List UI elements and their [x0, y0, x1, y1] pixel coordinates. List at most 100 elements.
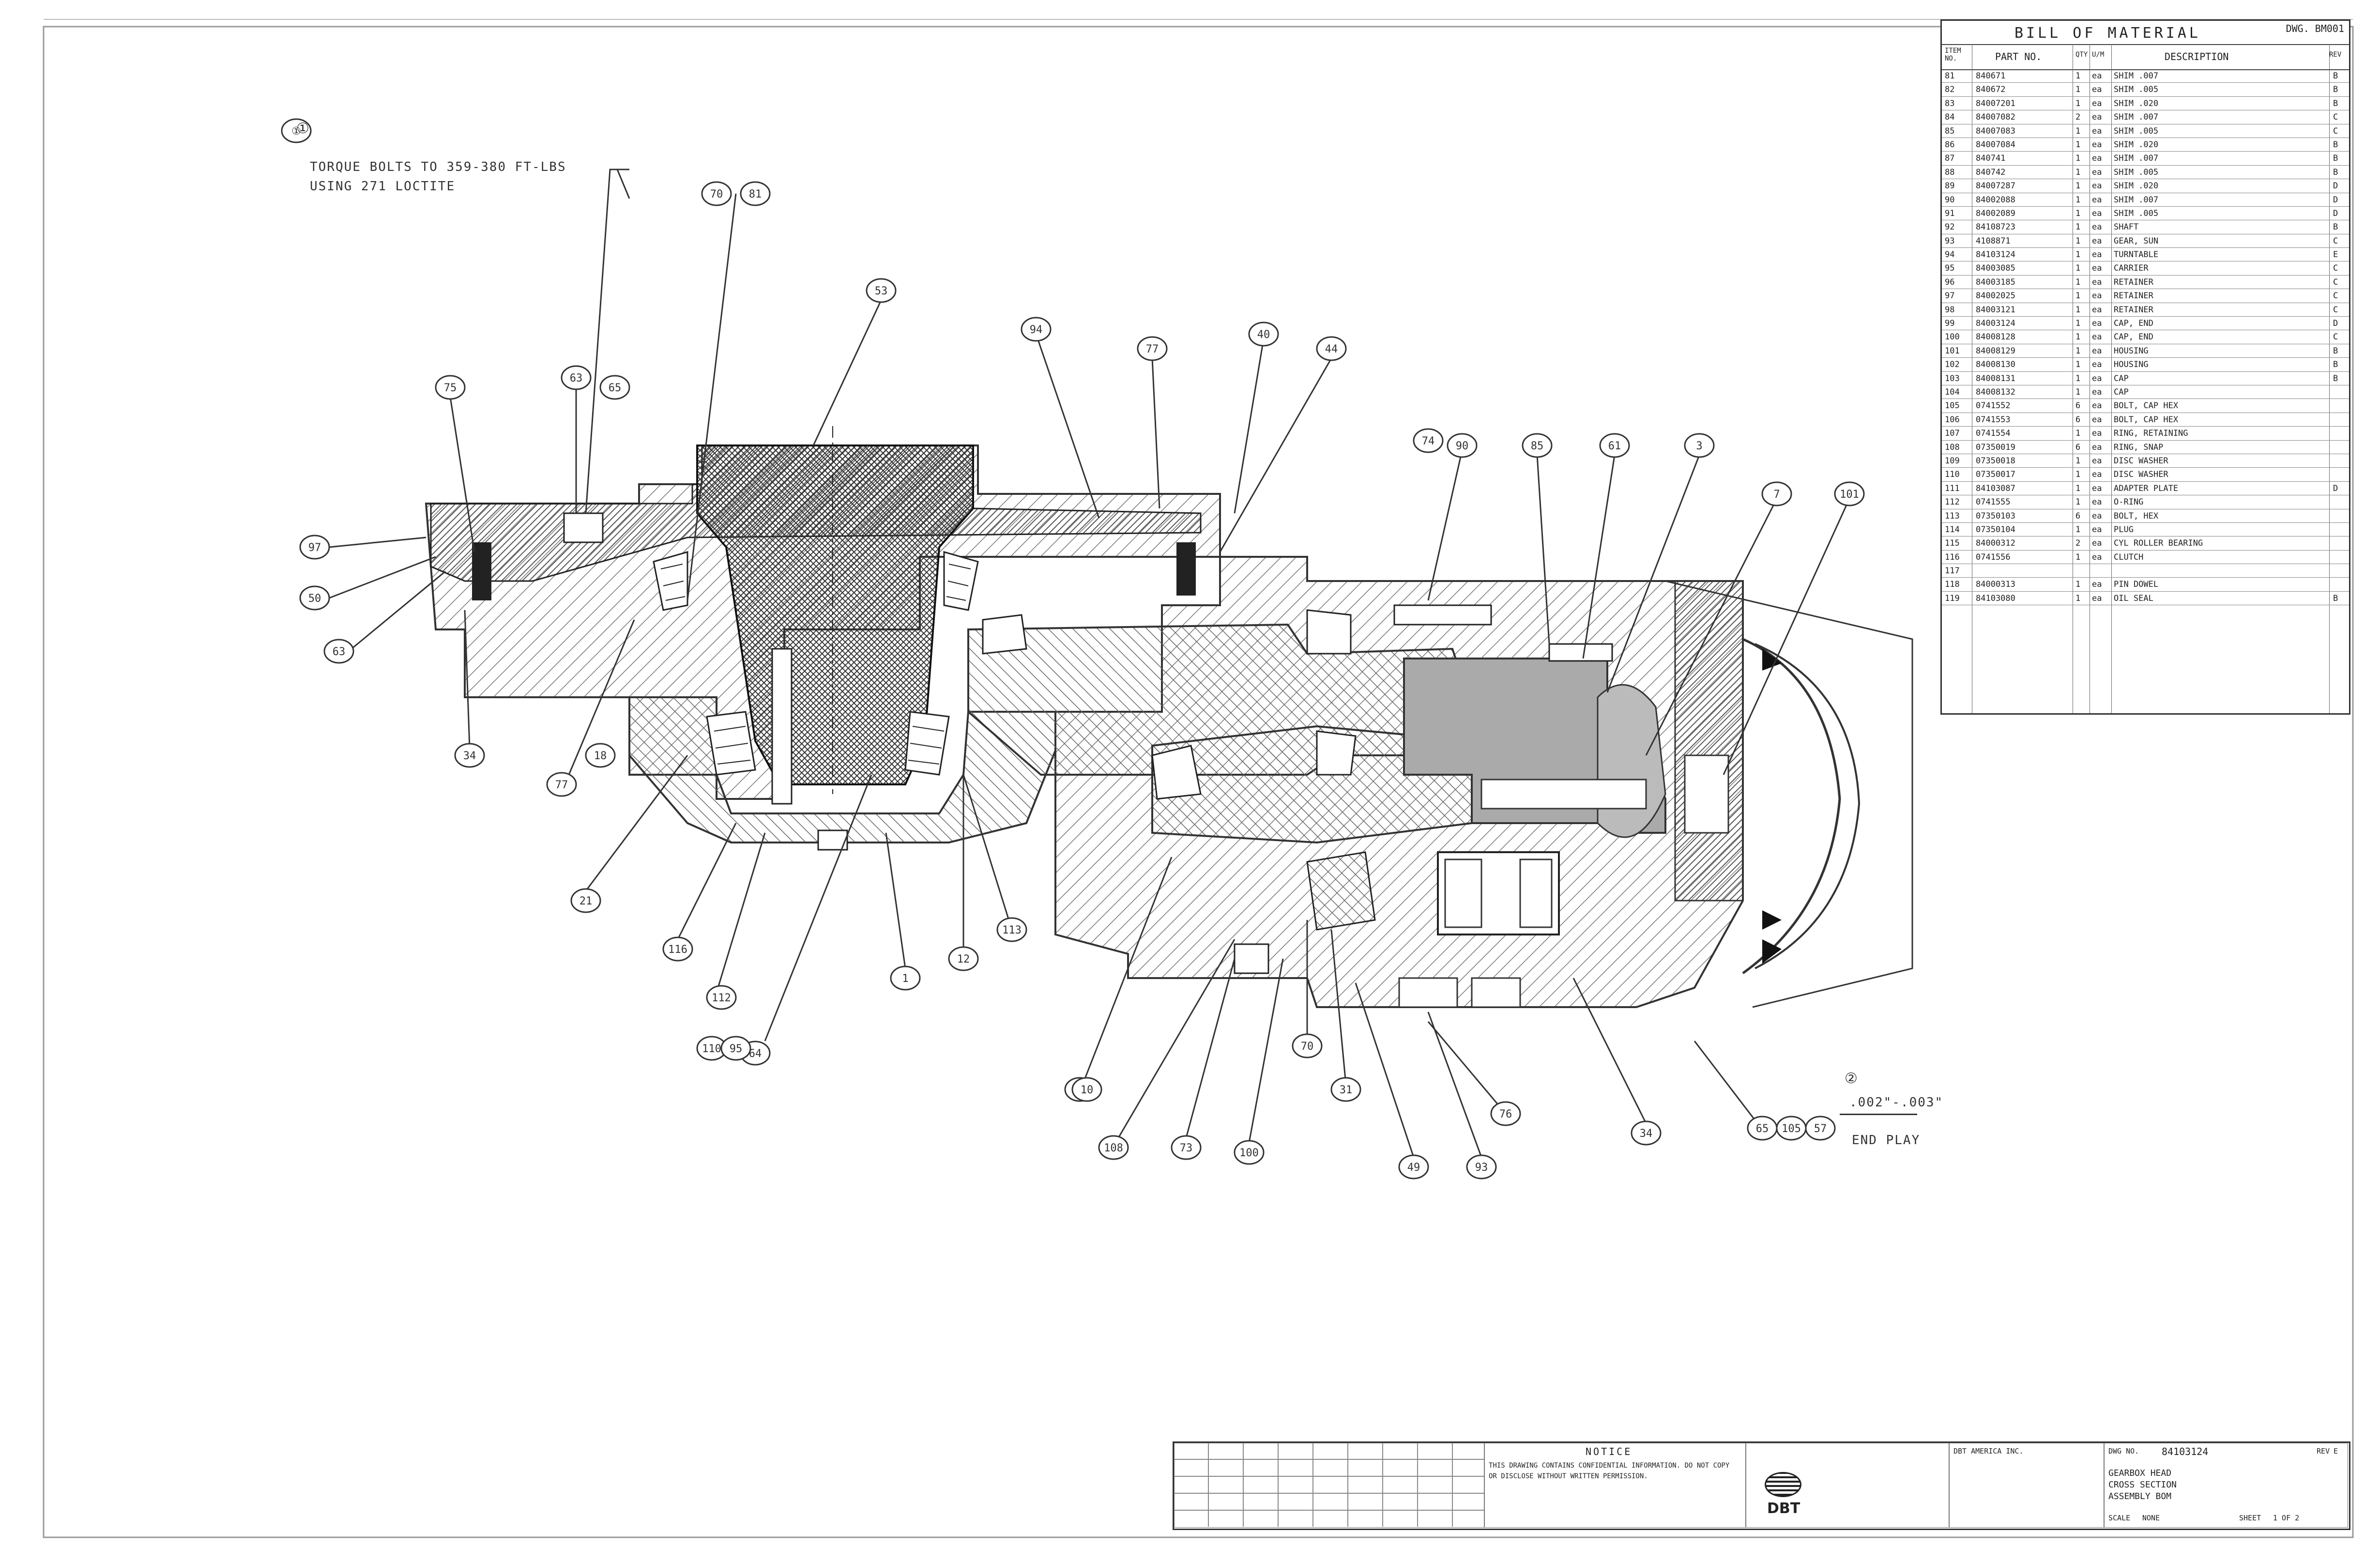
bom-title: BILL OF MATERIAL	[2014, 25, 2201, 42]
bom-cell-desc: RING, SNAP	[2114, 442, 2164, 452]
endplay-reference-marker: ②	[1845, 1070, 1859, 1087]
endplay-rule	[1840, 1114, 1917, 1115]
bom-cell-rev: D	[2333, 208, 2338, 218]
drawing-title-1: GEARBOX HEAD	[2108, 1468, 2172, 1478]
callout-leaders	[329, 169, 1850, 1158]
bom-cell-um: ea	[2092, 208, 2102, 218]
bom-cell-rev: C	[2333, 291, 2338, 301]
callout-number: ①	[291, 125, 301, 138]
bom-cell-item: 99	[1945, 319, 1955, 329]
callout-balloon	[454, 743, 485, 768]
callout-balloon	[561, 365, 592, 390]
bom-cell-qty: 1	[2075, 497, 2081, 507]
bom-cell-part: 0741554	[1976, 429, 2011, 439]
callout-number: 1	[902, 973, 908, 985]
bom-cell-item: 100	[1945, 332, 1960, 342]
bom-cell-desc: SHIM .005	[2114, 167, 2159, 177]
bom-cell-qty: 1	[2075, 429, 2081, 439]
callout-balloon	[1021, 317, 1052, 342]
callout-number: 12	[957, 953, 970, 965]
bom-cell-item: 108	[1945, 442, 1960, 452]
callout-balloon	[599, 375, 630, 400]
seal-left	[472, 542, 491, 600]
bom-drawing-ref: DWG. BM001	[2286, 23, 2344, 34]
bom-cell-part: 84003121	[1976, 305, 2015, 315]
callout-number: 95	[730, 1043, 743, 1055]
bom-cell-item: 112	[1945, 497, 1960, 507]
bom-cell-desc: CAP, END	[2114, 319, 2153, 329]
bom-cell-qty: 1	[2075, 250, 2081, 260]
bom-cell-desc: CAP	[2114, 373, 2129, 383]
callout-number: 34	[463, 750, 476, 762]
callout-balloon	[546, 772, 577, 797]
bom-cell-qty: 1	[2075, 236, 2081, 246]
bom-cell-um: ea	[2092, 277, 2102, 287]
spline-bore	[1480, 779, 1647, 810]
bom-cell-um: ea	[2092, 470, 2102, 480]
bom-cell-qty: 1	[2075, 167, 2081, 177]
bom-cell-item: 97	[1945, 291, 1955, 301]
bom-cell-qty: 1	[2075, 195, 2081, 205]
bom-cell-rev: C	[2333, 126, 2338, 136]
bom-cell-um: ea	[2092, 387, 2102, 397]
bom-cell-part: 84007082	[1976, 112, 2015, 123]
rev-value: E	[2334, 1447, 2338, 1455]
seal-right	[1176, 542, 1196, 596]
bom-cell-desc: CLUTCH	[2114, 552, 2144, 562]
bom-cell-item: 110	[1945, 470, 1960, 480]
cross-section-assembly	[425, 426, 1913, 1008]
bom-cell-item: 114	[1945, 524, 1960, 535]
bom-cell-qty: 1	[2075, 71, 2081, 81]
callout-number: 57	[1814, 1123, 1827, 1135]
callout-number: 90	[1456, 440, 1469, 452]
bom-cell-um: ea	[2092, 511, 2102, 521]
bom-cell-item: 119	[1945, 593, 1960, 603]
adapter-plate	[1684, 754, 1729, 834]
bom-cell-rev: B	[2333, 139, 2338, 150]
bom-cell-desc: SHIM .007	[2114, 153, 2159, 164]
callout-number: 81	[749, 188, 762, 200]
bom-cell-desc: CAP	[2114, 387, 2129, 397]
bom-cell-desc: SHAFT	[2114, 222, 2139, 232]
bom-cell-part: 84103080	[1976, 593, 2015, 603]
bom-cell-rev: C	[2333, 236, 2338, 246]
notice-text: THIS DRAWING CONTAINS CONFIDENTIAL INFOR…	[1489, 1462, 1730, 1480]
bom-cell-um: ea	[2092, 373, 2102, 383]
bom-cell-qty: 1	[2075, 387, 2081, 397]
bom-cell-rev: D	[2333, 195, 2338, 205]
bom-cell-item: 103	[1945, 373, 1960, 383]
plug-lower	[817, 829, 848, 851]
bom-header-item: ITEM NO.	[1945, 47, 1961, 62]
callout-number: 113	[1002, 924, 1022, 936]
bom-cell-rev: C	[2333, 332, 2338, 342]
bom-cell-desc: SHIM .020	[2114, 139, 2159, 150]
callout-number: 40	[1257, 329, 1270, 341]
callout-number: 105	[1782, 1123, 1801, 1135]
callout-balloon	[890, 965, 921, 991]
bom-cell-item: 83	[1945, 98, 1955, 108]
callout-number: 75	[444, 382, 457, 394]
bom-cell-desc: O-RING	[2114, 497, 2144, 507]
bom-cell-um: ea	[2092, 139, 2102, 150]
bom-cell-qty: 1	[2075, 98, 2081, 108]
bom-header-row: ITEM NO. PART NO. QTY U/M DESCRIPTION RE…	[1942, 44, 2349, 70]
bom-cell-rev: B	[2333, 360, 2338, 370]
bom-cell-desc: ADAPTER PLATE	[2114, 483, 2179, 493]
bom-cell-um: ea	[2092, 346, 2102, 356]
bom-cell-part: 84002088	[1976, 195, 2015, 205]
bom-cell-rev: B	[2333, 346, 2338, 356]
